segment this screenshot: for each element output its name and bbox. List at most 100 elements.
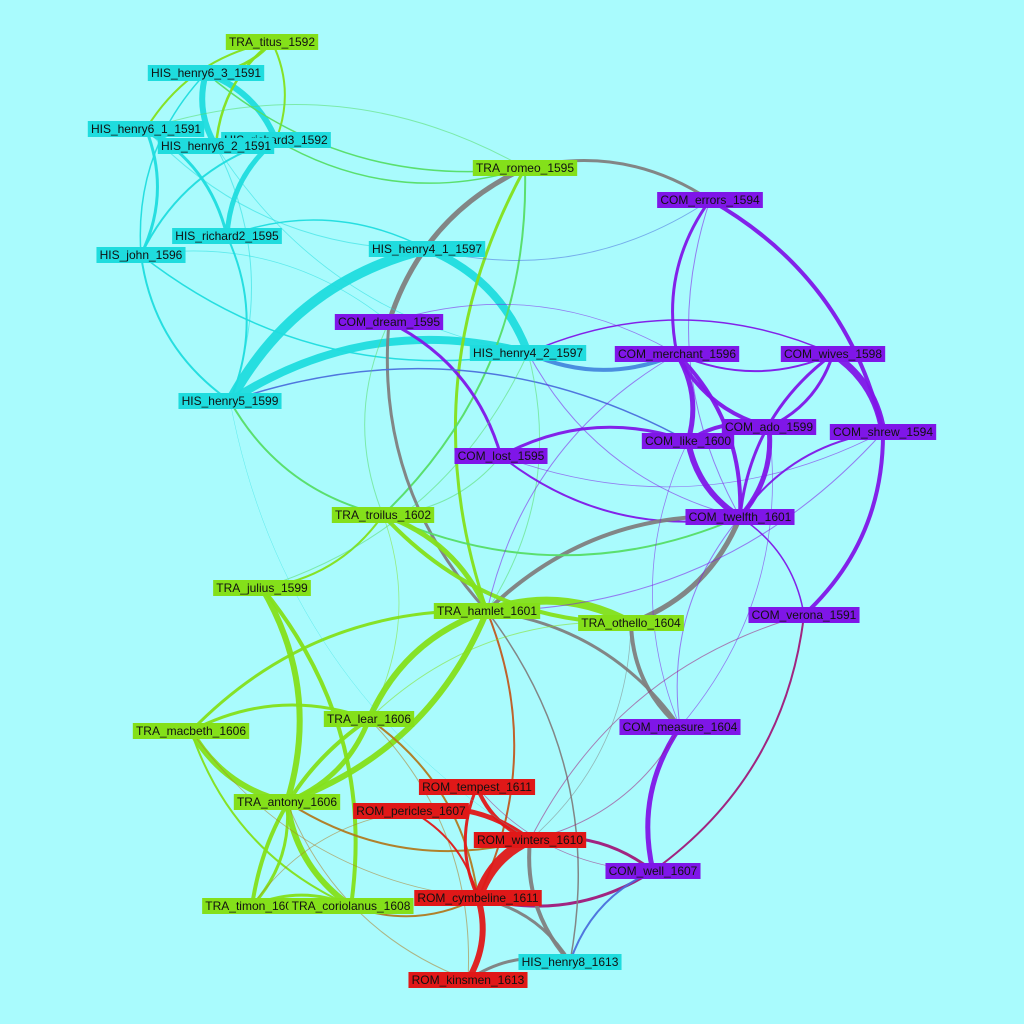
node-rom-cymbeline-1611[interactable]: ROM_cymbeline_1611 <box>414 890 542 906</box>
node-tra-lear-1606[interactable]: TRA_lear_1606 <box>323 711 415 727</box>
node-com-dream-1595[interactable]: COM_dream_1595 <box>334 314 444 330</box>
node-label-text: HIS_henry8_1613 <box>522 955 619 969</box>
node-his-henry4-1-1597[interactable]: HIS_henry4_1_1597 <box>368 241 486 257</box>
node-label-box <box>829 424 937 440</box>
node-label-box <box>334 314 444 330</box>
node-label-text: TRA_coriolanus_1608 <box>292 899 411 913</box>
node-rom-kinsmen-1613[interactable]: ROM_kinsmen_1613 <box>408 972 528 988</box>
node-label-text: HIS_henry5_1599 <box>182 394 279 408</box>
node-tra-coriolanus-1608[interactable]: TRA_coriolanus_1608 <box>288 898 414 914</box>
edge-tra-hamlet-1601-to-his-henry8-1613 <box>486 610 579 963</box>
node-com-twelfth-1601[interactable]: COM_twelfth_1601 <box>685 509 795 525</box>
edge-his-henry4-2-1597-to-com-twelfth-1601 <box>527 352 741 518</box>
node-his-henry6-2-1591[interactable]: HIS_henry6_2_1591 <box>157 138 275 154</box>
edge-his-henry6-1-1591-to-tra-romeo-1595 <box>145 104 526 169</box>
edge-com-shrew-1594-to-tra-hamlet-1601 <box>486 431 884 612</box>
node-label-text: TRA_troilus_1602 <box>335 508 431 522</box>
node-label-text: HIS_henry6_2_1591 <box>161 139 271 153</box>
nodes-layer: TRA_titus_1592HIS_henry6_3_1591HIS_henry… <box>87 34 937 988</box>
node-com-errors-1594[interactable]: COM_errors_1594 <box>657 192 763 208</box>
node-label-text: TRA_hamlet_1601 <box>437 604 537 618</box>
node-tra-julius-1599[interactable]: TRA_julius_1599 <box>213 580 311 596</box>
node-label-box <box>605 863 701 879</box>
node-rom-tempest-1611[interactable]: ROM_tempest_1611 <box>418 779 536 795</box>
node-label-text: COM_lost_1595 <box>458 449 545 463</box>
node-label-box <box>288 898 414 914</box>
node-com-wives-1598[interactable]: COM_wives_1598 <box>780 346 886 362</box>
edge-com-twelfth-1601-to-com-measure-1604 <box>676 516 741 728</box>
node-label-box <box>96 247 186 263</box>
node-label-text: TRA_romeo_1595 <box>476 161 574 175</box>
node-tra-timon-1606[interactable]: TRA_timon_1606 <box>202 898 302 914</box>
node-label-box <box>147 65 265 81</box>
node-label-box <box>472 160 578 176</box>
node-label-text: COM_errors_1594 <box>660 193 760 207</box>
edge-tra-othello-1604-to-com-measure-1604 <box>629 621 682 729</box>
node-his-richard2-1595[interactable]: HIS_richard2_1595 <box>172 228 282 244</box>
node-label-text: COM_dream_1595 <box>338 315 440 329</box>
node-label-box <box>473 832 587 848</box>
node-tra-troilus-1602[interactable]: TRA_troilus_1602 <box>331 507 435 523</box>
node-tra-titus-1592[interactable]: TRA_titus_1592 <box>225 34 319 50</box>
edge-com-twelfth-1601-to-tra-troilus-1602 <box>382 514 741 557</box>
edge-his-john-1596-to-his-henry6-1-1591 <box>139 127 159 257</box>
edge-tra-julius-1599-to-tra-coriolanus-1608 <box>260 586 358 908</box>
node-his-henry5-1599[interactable]: HIS_henry5_1599 <box>178 393 282 409</box>
node-label-text: TRA_timon_1606 <box>205 899 299 913</box>
node-com-well-1607[interactable]: COM_well_1607 <box>605 863 701 879</box>
node-com-ado-1599[interactable]: COM_ado_1599 <box>721 419 817 435</box>
node-tra-macbeth-1606[interactable]: TRA_macbeth_1606 <box>132 723 250 739</box>
edge-tra-titus-1592-to-his-richard3-1592 <box>271 41 286 141</box>
edge-com-verona-1591-to-com-well-1607 <box>652 614 805 872</box>
edge-his-henry6-1-1591-to-his-richard2-1595 <box>144 127 229 238</box>
node-his-henry8-1613[interactable]: HIS_henry8_1613 <box>518 954 622 970</box>
node-his-henry6-1-1591[interactable]: HIS_henry6_1_1591 <box>87 121 205 137</box>
node-com-measure-1604[interactable]: COM_measure_1604 <box>619 719 741 735</box>
node-label-text: TRA_macbeth_1606 <box>136 724 246 738</box>
edge-tra-julius-1599-to-tra-antony-1606 <box>259 585 303 805</box>
node-label-text: HIS_henry4_1_1597 <box>372 242 482 256</box>
node-label-text: HIS_richard2_1595 <box>175 229 279 243</box>
edge-com-twelfth-1601-to-com-verona-1591 <box>739 516 805 616</box>
edge-his-henry6-2-1591-to-his-henry5-1599 <box>215 145 252 402</box>
node-com-verona-1591[interactable]: COM_verona_1591 <box>748 607 860 623</box>
node-tra-antony-1606[interactable]: TRA_antony_1606 <box>233 794 341 810</box>
node-label-box <box>641 433 735 449</box>
node-tra-romeo-1595[interactable]: TRA_romeo_1595 <box>472 160 578 176</box>
edge-tra-lear-1606-to-rom-cymbeline-1611 <box>368 718 479 899</box>
edge-tra-antony-1606-to-tra-timon-1606 <box>250 800 290 908</box>
node-his-john-1596[interactable]: HIS_john_1596 <box>96 247 186 263</box>
node-label-text: HIS_henry4_2_1597 <box>473 346 583 360</box>
node-label-box <box>748 607 860 623</box>
node-his-henry4-2-1597[interactable]: HIS_henry4_2_1597 <box>469 345 587 361</box>
edge-tra-romeo-1595-to-tra-hamlet-1601 <box>453 166 527 613</box>
edge-tra-lear-1606-to-rom-kinsmen-1613 <box>368 718 470 981</box>
node-label-text: COM_measure_1604 <box>623 720 738 734</box>
edge-tra-antony-1606-to-tra-coriolanus-1608 <box>284 799 354 909</box>
node-label-box <box>323 711 415 727</box>
node-label-box <box>685 509 795 525</box>
node-label-text: TRA_titus_1592 <box>229 35 315 49</box>
node-tra-othello-1604[interactable]: TRA_othello_1604 <box>578 615 684 631</box>
node-label-text: COM_like_1600 <box>645 434 731 448</box>
edge-com-verona-1591-to-rom-winters-1610 <box>529 614 805 841</box>
node-label-text: HIS_henry6_1_1591 <box>91 122 201 136</box>
node-rom-pericles-1607[interactable]: ROM_pericles_1607 <box>353 803 469 819</box>
edge-com-dream-1595-to-com-lost-1595 <box>387 320 503 458</box>
node-com-lost-1595[interactable]: COM_lost_1595 <box>454 448 548 464</box>
node-tra-hamlet-1601[interactable]: TRA_hamlet_1601 <box>433 603 541 619</box>
node-com-shrew-1594[interactable]: COM_shrew_1594 <box>829 424 937 440</box>
node-label-box <box>213 580 311 596</box>
node-rom-winters-1610[interactable]: ROM_winters_1610 <box>473 832 587 848</box>
node-his-henry6-3-1591[interactable]: HIS_henry6_3_1591 <box>147 65 265 81</box>
node-label-box <box>619 719 741 735</box>
edge-tra-romeo-1595-to-com-dream-1595 <box>386 165 528 325</box>
edge-his-henry6-2-1591-to-his-henry4-2-1597 <box>215 145 529 354</box>
node-com-merchant-1596[interactable]: COM_merchant_1596 <box>614 346 740 362</box>
edge-tra-julius-1599-to-his-henry4-2-1597 <box>261 352 529 589</box>
node-com-like-1600[interactable]: COM_like_1600 <box>641 433 735 449</box>
node-label-text: ROM_tempest_1611 <box>422 780 532 794</box>
node-label-box <box>353 803 469 819</box>
